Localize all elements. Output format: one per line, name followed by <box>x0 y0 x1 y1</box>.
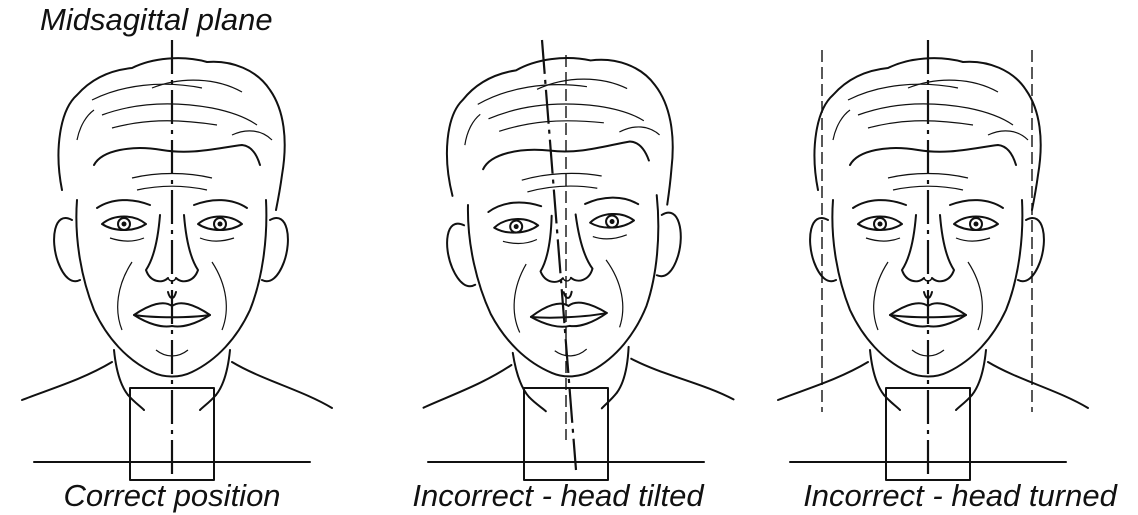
panel-head-tilted: Incorrect - head tilted <box>406 40 734 513</box>
head-figure-turned <box>778 58 1088 480</box>
caption-head-tilted: Incorrect - head tilted <box>412 478 705 513</box>
caption-head-turned: Incorrect - head turned <box>803 478 1118 513</box>
head-figure-tilted <box>406 50 734 418</box>
head-figure-correct <box>22 58 332 480</box>
caption-correct-position: Correct position <box>63 478 280 513</box>
panel-correct-position: Correct position <box>22 40 332 513</box>
midsagittal-plane-label: Midsagittal plane <box>40 2 273 37</box>
panel-head-turned: Incorrect - head turned <box>778 40 1119 513</box>
